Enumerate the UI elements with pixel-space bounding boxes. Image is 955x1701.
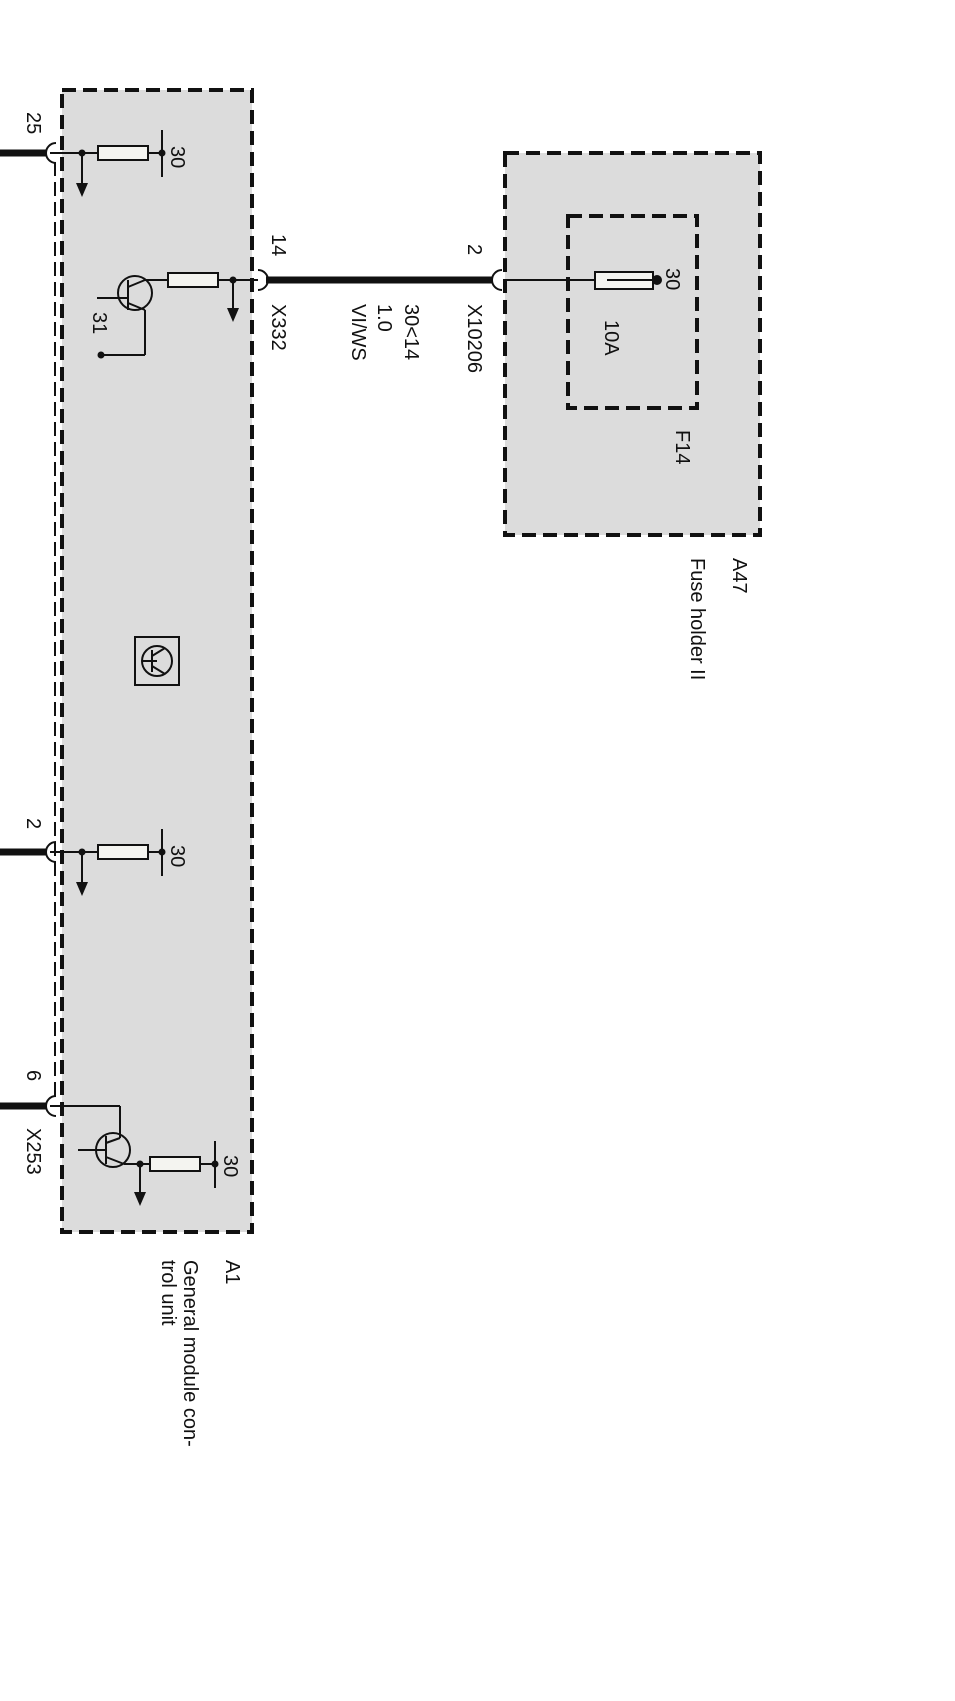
fuse-rating-label: 10A — [600, 320, 622, 356]
pin-25-label: 25 — [22, 112, 44, 134]
module-a47-id: A47 — [728, 558, 750, 594]
wire-color-label: VI/WS — [347, 304, 369, 361]
wire-gauge-label: 1.0 — [373, 304, 395, 332]
pin-14-circuit — [97, 269, 503, 359]
pin-2-x10206-label: 2 — [463, 244, 485, 255]
wire-signal-label: 30<14 — [400, 304, 422, 360]
resistor — [149, 1156, 201, 1172]
terminal-30-label: 30 — [166, 146, 188, 168]
pin-6-circuit — [0, 1095, 219, 1206]
resistor — [167, 272, 219, 288]
connector-x332-label: X332 — [267, 304, 289, 351]
fuse-terminal-30-label: 30 — [661, 268, 683, 290]
fuse-f14-box — [566, 214, 699, 410]
connector-x10206-label: X10206 — [463, 304, 485, 373]
resistor — [97, 145, 149, 161]
ground-arrow-icon — [76, 183, 88, 197]
pin-14-label: 14 — [267, 234, 289, 256]
module-a47-name: Fuse holder II — [686, 558, 708, 680]
pin-2-circuit — [0, 829, 166, 896]
module-a1-id: A1 — [221, 1260, 243, 1284]
terminal-30-label: 30 — [219, 1155, 241, 1177]
terminal-30-label: 30 — [166, 845, 188, 867]
module-a1-name-line1: General module con- — [179, 1260, 201, 1447]
connector-x253-label: X253 — [22, 1128, 44, 1175]
pin-25-circuit — [0, 130, 166, 197]
resistor — [97, 844, 149, 860]
pin-6-label: 6 — [22, 1070, 44, 1081]
control-unit-symbol-icon — [134, 636, 180, 686]
transistor-icon — [117, 275, 153, 311]
pin-2-label: 2 — [22, 818, 44, 829]
terminal-31-label: 31 — [88, 312, 110, 334]
module-a1-name-line2: trol unit — [157, 1260, 179, 1326]
ground-arrow-icon — [76, 882, 88, 896]
ground-arrow-icon — [134, 1192, 146, 1206]
ground-arrow-icon — [227, 308, 239, 322]
fuse-id-label: F14 — [671, 430, 693, 464]
